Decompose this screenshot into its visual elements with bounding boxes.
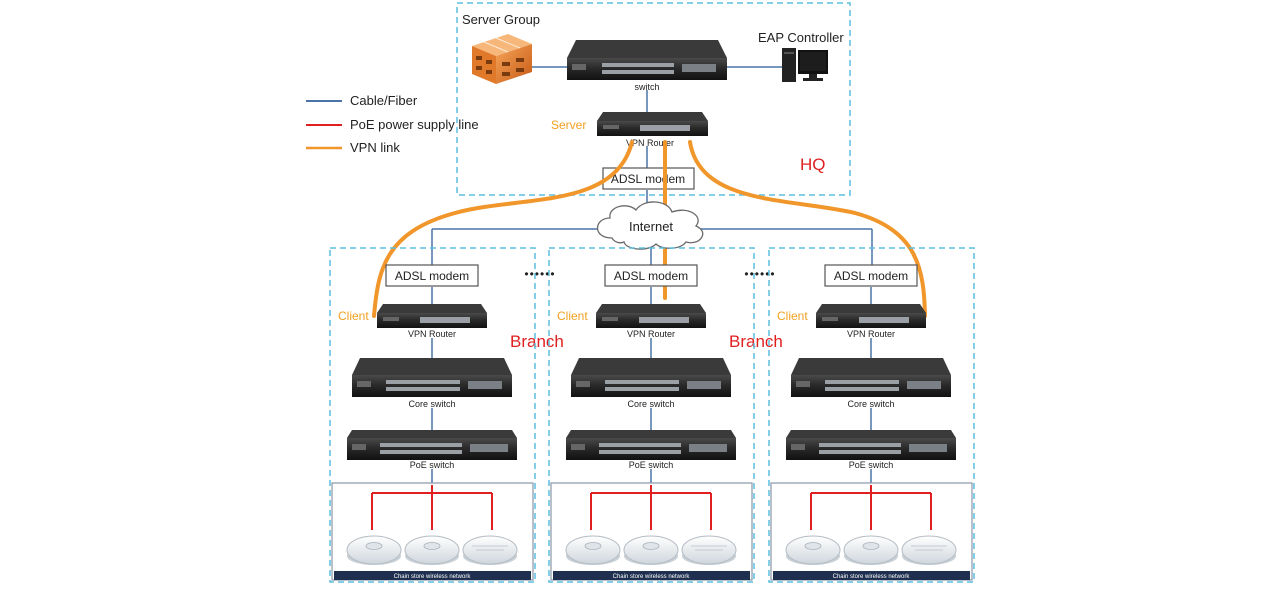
branch-adsl-label: ADSL modem: [834, 269, 908, 283]
branch-core-switch-icon: [352, 358, 512, 397]
poe-power-lines: [590, 485, 712, 530]
branch-client-role-label: Client: [557, 309, 588, 323]
branch-core-switch-label: Core switch: [847, 399, 894, 409]
branch-poe-switch-icon: [347, 430, 517, 460]
branch-vpn-router-label: VPN Router: [847, 329, 895, 339]
access-point-icon: [623, 535, 679, 565]
branch-core-switch-icon: [791, 358, 951, 397]
internet-label: Internet: [629, 219, 673, 234]
hq-region-box: [456, 2, 851, 196]
ellipsis-2: ••••••: [744, 267, 775, 281]
hq-label: HQ: [800, 155, 826, 174]
branch-adsl-label: ADSL modem: [614, 269, 688, 283]
legend-cable-label: Cable/Fiber: [350, 93, 418, 108]
access-point-icon: [565, 535, 621, 565]
branch-poe-switch-label: PoE switch: [629, 460, 674, 470]
legend-poe-label: PoE power supply line: [350, 117, 479, 132]
access-point-icon: [681, 535, 737, 565]
eap-controller-label: EAP Controller: [758, 30, 844, 45]
branch-vpn-router-icon: [816, 304, 926, 328]
network-caption-label: Chain store wireless network: [833, 574, 911, 580]
access-point-icon: [462, 535, 518, 565]
branch-client-role-label: Client: [777, 309, 808, 323]
branch-region-box: [548, 247, 755, 583]
branch-adsl-box: [385, 264, 479, 287]
access-point-icon: [901, 535, 957, 565]
branch-client-role-label: Client: [338, 309, 369, 323]
server-group-icon: [472, 34, 532, 84]
branch-core-switch-icon: [571, 358, 731, 397]
legend-vpn-label: VPN link: [350, 140, 400, 155]
network-caption-bar: [553, 571, 750, 580]
vpn-link-branch3: [688, 140, 927, 318]
server-group-label: Server Group: [462, 12, 540, 27]
branch-region-box: [329, 247, 536, 583]
poe-power-lines: [810, 485, 932, 530]
vpn-link-branch1: [372, 140, 634, 318]
network-caption-bar: [334, 571, 531, 580]
branch-core-switch-label: Core switch: [408, 399, 455, 409]
branch-poe-switch-icon: [786, 430, 956, 460]
hq-server-role-label: Server: [551, 118, 586, 132]
branch-poe-switch-icon: [566, 430, 736, 460]
branch-core-switch-label: Core switch: [627, 399, 674, 409]
legend: Cable/Fiber PoE power supply line VPN li…: [306, 93, 479, 155]
branch-vpn-router-icon: [596, 304, 706, 328]
access-point-icon: [843, 535, 899, 565]
hq-switch-icon: [567, 40, 727, 80]
branch-adsl-box: [824, 264, 918, 287]
branch-poe-switch-label: PoE switch: [849, 460, 894, 470]
branch-label-2: Branch: [729, 332, 783, 351]
branch-region-box: [768, 247, 975, 583]
hq-adsl-box: [602, 167, 695, 190]
access-point-icon: [404, 535, 460, 565]
network-caption-label: Chain store wireless network: [613, 574, 691, 580]
hq-switch-label: switch: [634, 82, 659, 92]
branch-adsl-label: ADSL modem: [395, 269, 469, 283]
network-caption-label: Chain store wireless network: [394, 574, 472, 580]
branch-vpn-router-label: VPN Router: [627, 329, 675, 339]
hq-vpn-router-icon: [597, 112, 708, 136]
access-point-icon: [346, 535, 402, 565]
ellipsis-1: ••••••: [524, 267, 555, 281]
poe-power-lines: [371, 485, 493, 530]
hq-adsl-label: ADSL modem: [611, 172, 685, 186]
network-caption-bar: [773, 571, 970, 580]
hq-vpn-router-label: VPN Router: [626, 138, 674, 148]
eap-controller-icon: [782, 48, 828, 82]
branch-poe-switch-label: PoE switch: [410, 460, 455, 470]
access-point-icon: [785, 535, 841, 565]
branch-adsl-box: [604, 264, 698, 287]
branch-vpn-router-label: VPN Router: [408, 329, 456, 339]
branch-label-1: Branch: [510, 332, 564, 351]
branch-vpn-router-icon: [377, 304, 487, 328]
